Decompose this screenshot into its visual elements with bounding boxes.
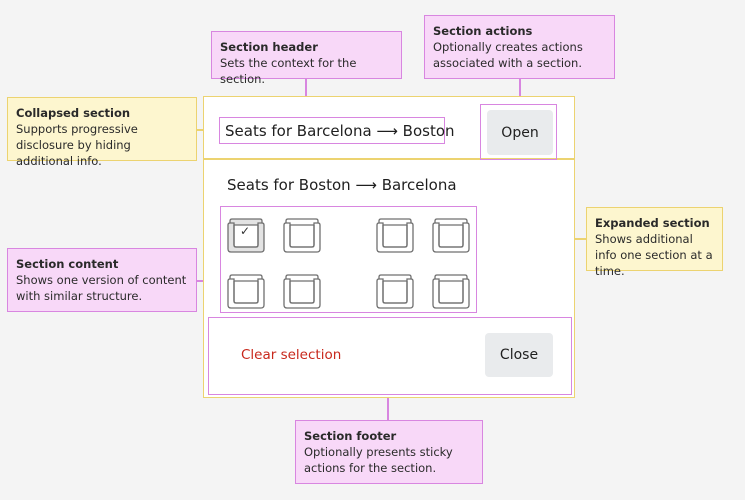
section-content-outline: [220, 206, 477, 313]
section-divider: [203, 158, 575, 160]
seat-2-3[interactable]: [375, 271, 415, 311]
section-actions-outline: [480, 104, 557, 160]
connector-expanded-section: [575, 238, 587, 240]
connector-section-footer: [387, 395, 389, 421]
callout-title: Section footer: [304, 429, 397, 443]
seat-2-4[interactable]: [431, 271, 471, 311]
check-icon: ✓: [240, 224, 251, 238]
seat-1-1[interactable]: ✓: [226, 215, 266, 255]
connector-section-actions: [519, 79, 521, 104]
seat-1-4[interactable]: [431, 215, 471, 255]
callout-expanded-section: Expanded section Shows additional info o…: [586, 207, 723, 278]
callout-section-actions: Section actions Optionally creates actio…: [424, 15, 615, 79]
callout-body: Optionally creates actions associated wi…: [433, 40, 583, 70]
seat-2-1[interactable]: [226, 271, 266, 311]
callout-body: Supports progressive disclosure by hidin…: [16, 122, 138, 168]
callout-collapsed-section: Collapsed section Supports progressive d…: [7, 97, 197, 168]
callout-section-header: Section header Sets the context for the …: [211, 31, 402, 86]
clear-selection-button[interactable]: Clear selection: [241, 347, 342, 363]
close-button[interactable]: Close: [485, 333, 553, 377]
callout-title: Section content: [16, 257, 119, 271]
callout-body: Optionally presents sticky actions for t…: [304, 445, 453, 475]
seat-1-3[interactable]: [375, 215, 415, 255]
collapsed-section-header[interactable]: Seats for Barcelona ⟶ Boston: [219, 117, 455, 144]
callout-section-footer: Section footer Optionally presents stick…: [295, 420, 483, 484]
callout-title: Section header: [220, 40, 318, 54]
callout-section-content: Section content Shows one version of con…: [7, 248, 197, 312]
seat-1-2[interactable]: [282, 215, 322, 255]
callout-title: Section actions: [433, 24, 533, 38]
open-button[interactable]: Open: [487, 110, 553, 155]
callout-title: Expanded section: [595, 216, 710, 230]
expanded-section-title: Seats for Boston ⟶ Barcelona: [227, 176, 457, 194]
callout-body: Sets the context for the section.: [220, 56, 357, 86]
callout-title: Collapsed section: [16, 106, 131, 120]
collapsed-section-title: Seats for Barcelona ⟶ Boston: [225, 121, 455, 140]
callout-body: Shows additional info one section at a t…: [595, 232, 713, 278]
callout-body: Shows one version of content with simila…: [16, 273, 187, 303]
connector-collapsed-section: [197, 129, 204, 131]
seat-2-2[interactable]: [282, 271, 322, 311]
